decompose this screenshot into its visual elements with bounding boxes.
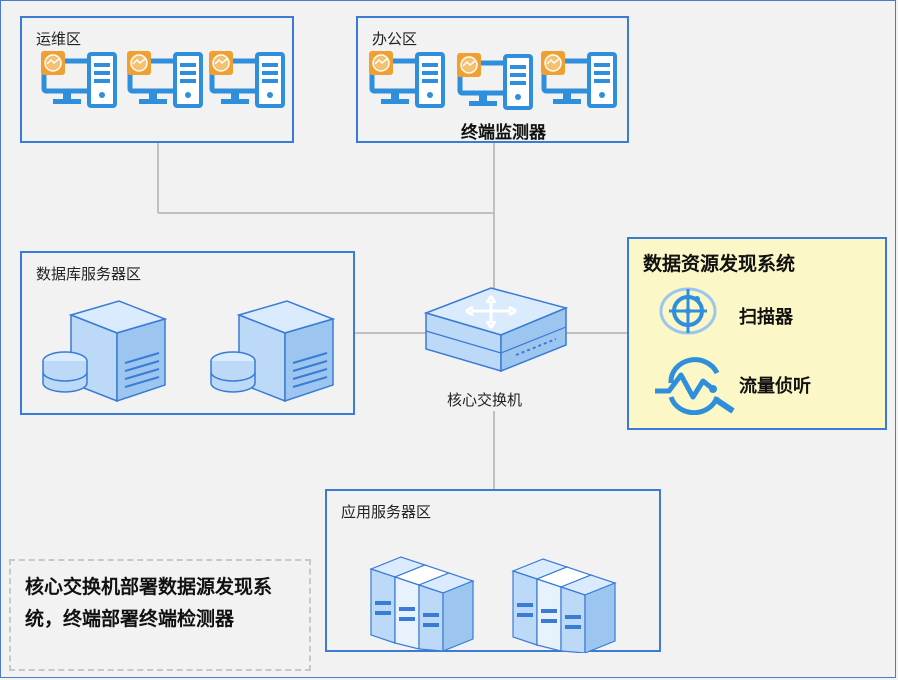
workstation-icon (541, 51, 617, 108)
scanner-label: 扫描器 (739, 307, 793, 328)
database-server-icon (42, 300, 168, 403)
workstation-icon (209, 51, 285, 108)
scanner-icon (659, 287, 717, 335)
traffic-sniff-label: 流量侦听 (739, 376, 811, 397)
office-zone-label: 办公区 (372, 30, 418, 48)
core-switch-icon (423, 287, 569, 373)
ops-zone-label: 运维区 (36, 30, 82, 48)
db-zone-label: 数据库服务器区 (36, 265, 142, 283)
workstation-icon (369, 51, 445, 108)
deployment-note-text: 核心交换机部署数据源发现系统，终端部署终端检测器 (25, 576, 273, 630)
workstation-icon (457, 53, 533, 110)
discovery-system-panel: 数据资源发现系统 扫描器 流量侦听 (627, 237, 887, 430)
app-server-rack-icon (511, 558, 617, 653)
database-server-icon (210, 300, 336, 403)
app-zone-label: 应用服务器区 (341, 503, 432, 521)
core-switch-label: 核心交换机 (447, 391, 523, 409)
terminal-monitor-label: 终端监测器 (461, 123, 546, 143)
workstation-icon (41, 51, 117, 108)
office-zone: 办公区 (356, 16, 629, 143)
app-server-rack-icon (369, 556, 475, 651)
workstation-icon (127, 51, 203, 108)
deployment-note: 核心交换机部署数据源发现系统，终端部署终端检测器 (9, 559, 311, 671)
traffic-sniff-icon (655, 357, 735, 415)
ops-zone: 运维区 (20, 16, 294, 143)
discovery-system-title: 数据资源发现系统 (643, 253, 796, 275)
